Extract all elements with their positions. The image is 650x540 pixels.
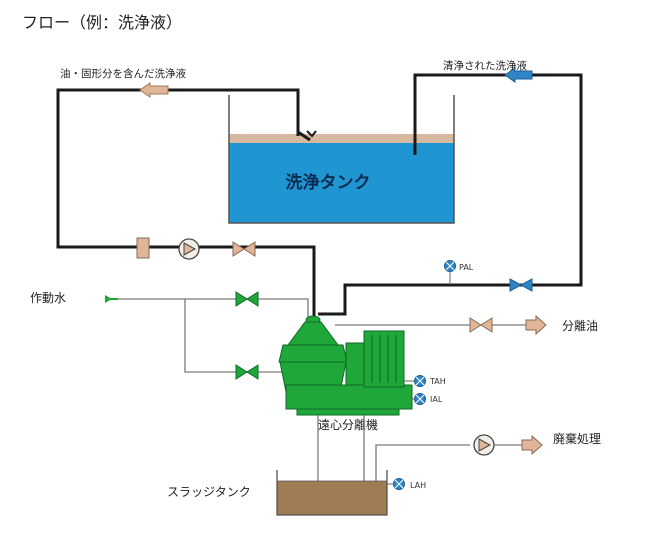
ial-label: IAL <box>430 395 443 404</box>
dirty-flow-arrow <box>139 82 169 98</box>
feed-pump <box>178 238 200 260</box>
water-valve-upper <box>235 291 259 307</box>
centrifuge <box>278 315 413 416</box>
water-valve-lower <box>235 364 259 380</box>
sludge-tank <box>276 470 388 516</box>
diagram-title: フロー（例：洗浄液） <box>22 13 182 32</box>
wash-tank-liquid <box>229 143 454 223</box>
clean-flow-arrow <box>504 67 533 83</box>
wash-tank: 洗浄タンク <box>228 95 455 224</box>
wash-tank-oil-layer <box>229 134 454 143</box>
clean-valve <box>509 278 533 292</box>
tah-label: TAH <box>429 377 446 386</box>
feed-valve <box>232 241 256 257</box>
disposal-pump <box>473 434 543 456</box>
pal-label: PAL <box>459 263 474 272</box>
lah-instrument: LAH <box>387 478 426 490</box>
dirty-liquid-label: 油・固形分を含んだ洗浄液 <box>60 67 186 80</box>
main-pipes <box>56 73 583 316</box>
ial-instrument: IAL <box>412 393 443 405</box>
disposal-label: 廃棄処理 <box>553 431 601 446</box>
working-water-lines <box>105 295 309 373</box>
pal-instrument: PAL <box>444 260 474 285</box>
sludge-tank-label: スラッジタンク <box>167 485 251 499</box>
working-water-label: 作動水 <box>30 291 66 305</box>
tah-instrument: TAH <box>404 375 446 387</box>
wash-tank-label: 洗浄タンク <box>286 172 371 193</box>
lah-label: LAH <box>410 481 426 490</box>
separated-oil-line <box>335 314 547 336</box>
centrifuge-label: 遠心分離機 <box>318 417 378 432</box>
strainer <box>136 237 150 259</box>
separated-oil-label: 分離油 <box>562 319 598 333</box>
clean-liquid-label: 清浄された洗浄液 <box>443 59 527 72</box>
